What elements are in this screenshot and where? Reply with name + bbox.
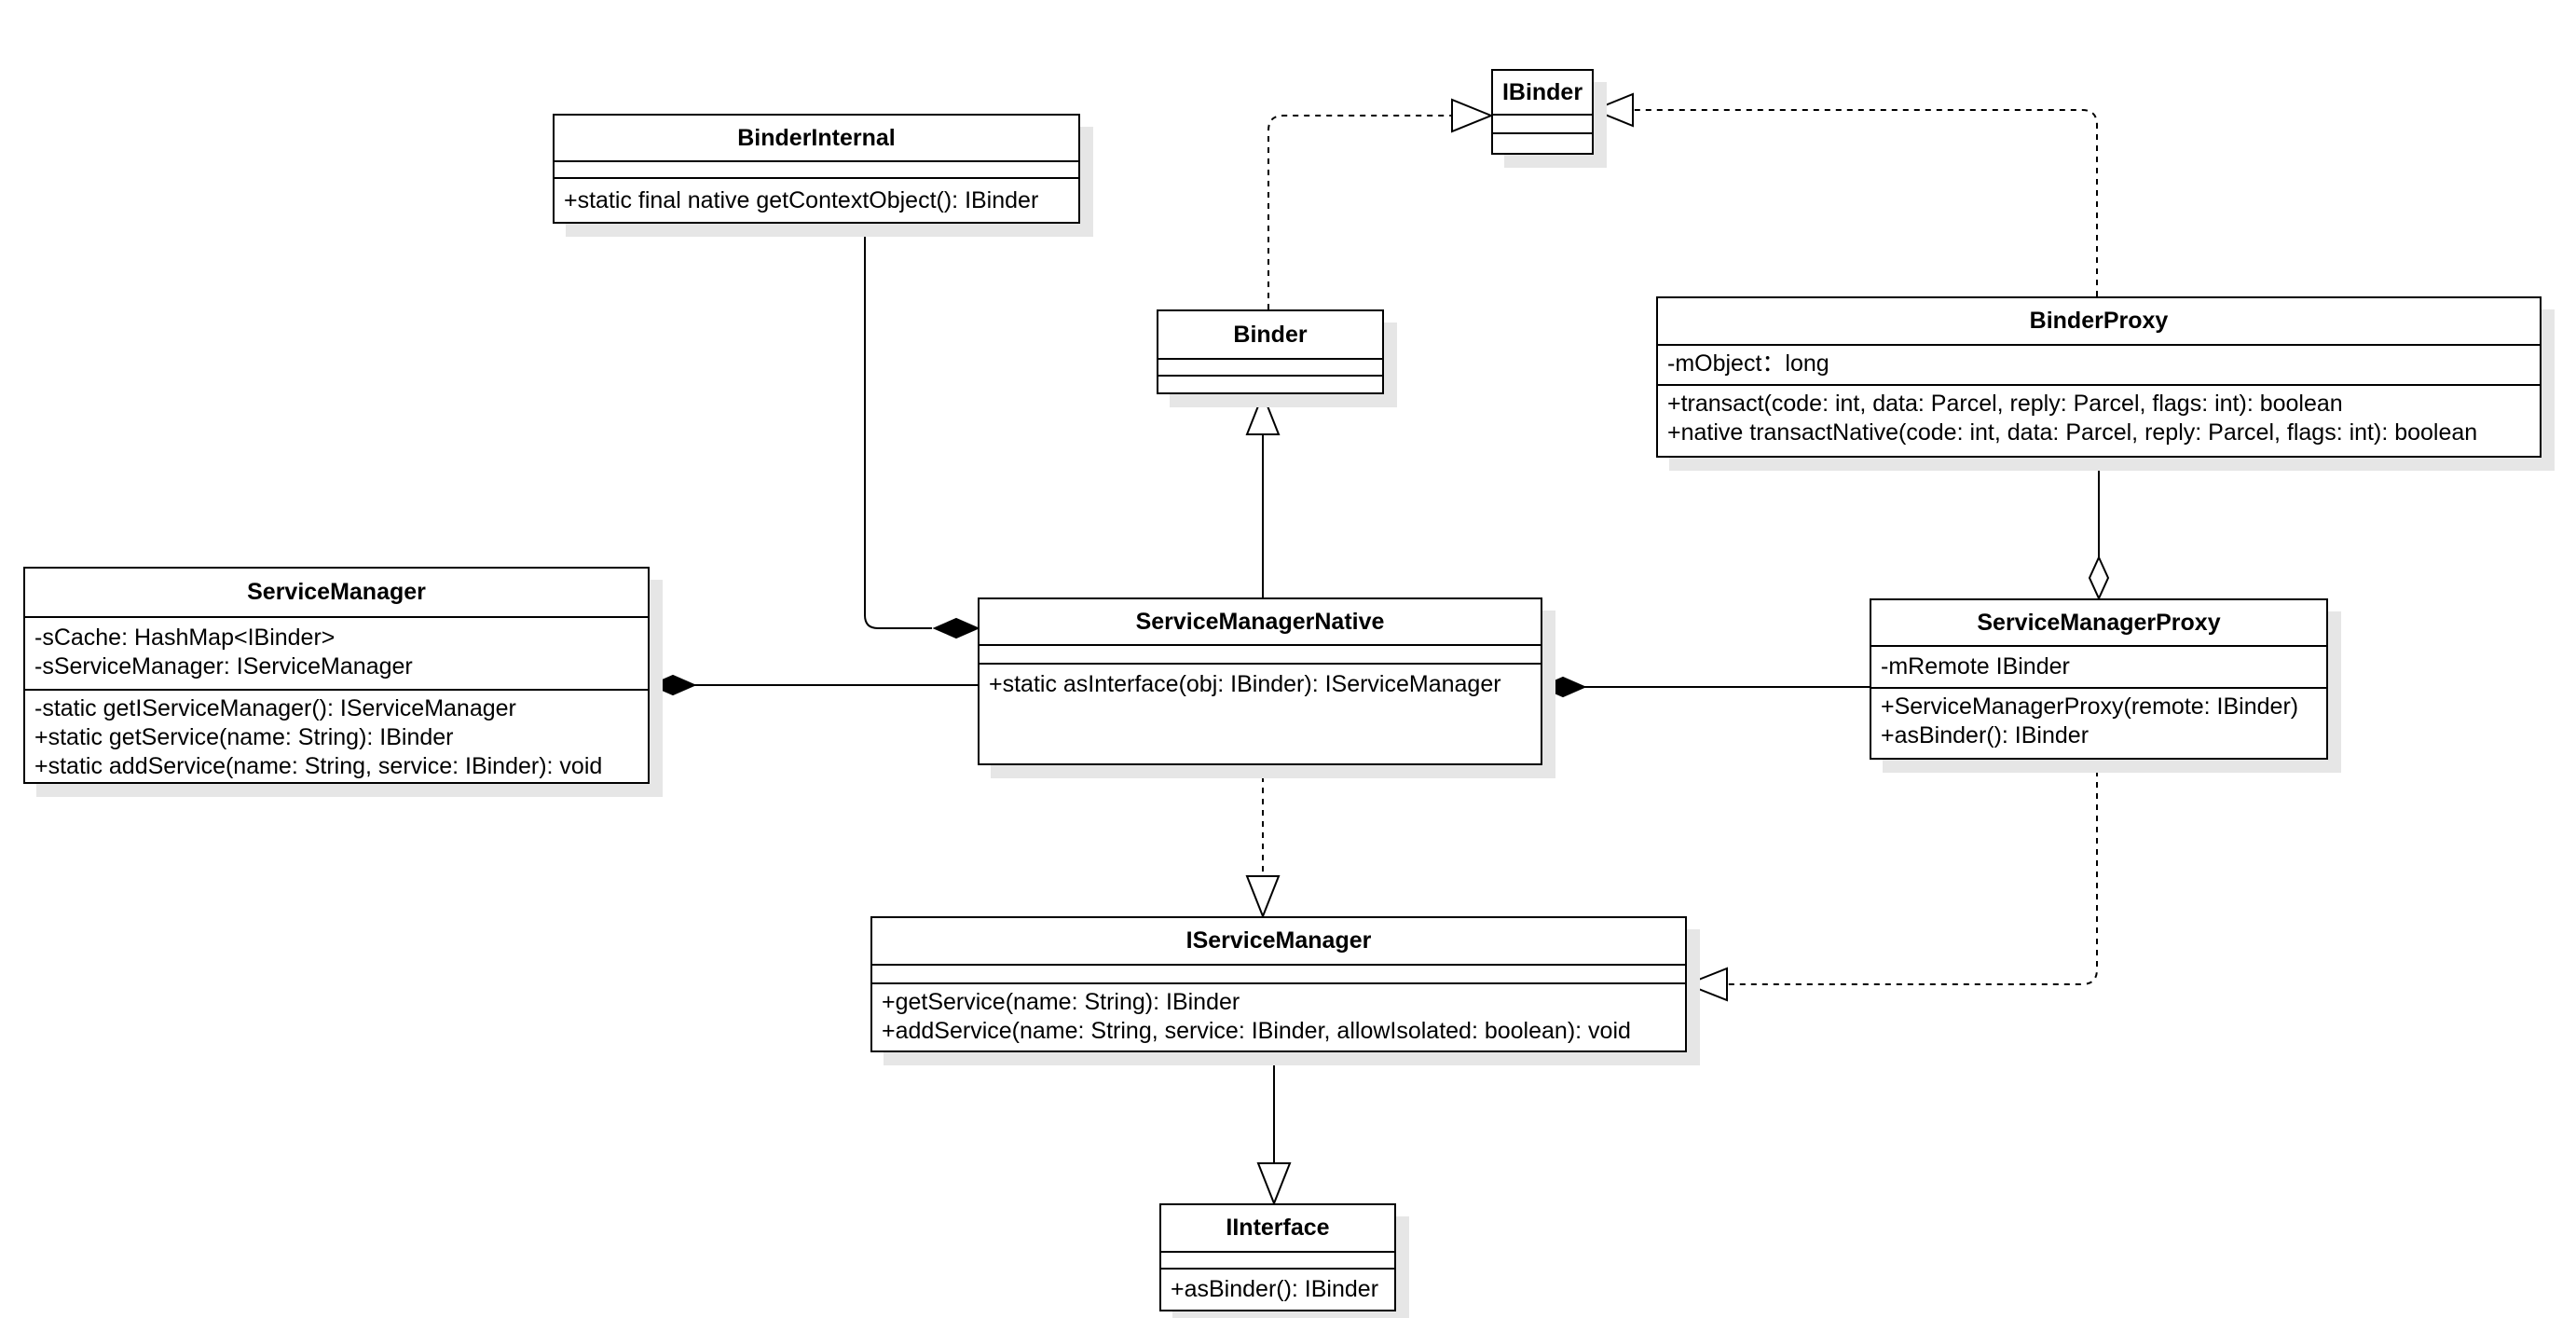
method: +transact(code: int, data: Parcel, reply…: [1667, 391, 2343, 417]
class-name: BinderInternal: [555, 116, 1078, 162]
attributes-section: [1493, 116, 1592, 134]
methods-section: +transact(code: int, data: Parcel, reply…: [1658, 386, 2540, 453]
method: +static final native getContextObject():…: [564, 187, 1039, 213]
methods-section: +static final native getContextObject():…: [555, 179, 1078, 221]
arrowhead-binder-ibinder: [1451, 98, 1494, 133]
class-binder-proxy[interactable]: BinderProxy -mObject：long +transact(code…: [1656, 296, 2542, 458]
attributes-section: -mObject：long: [1658, 346, 2540, 386]
arrowhead-binderproxy-ibinder: [1591, 92, 1634, 128]
class-iservice-manager[interactable]: IServiceManager +getService(name: String…: [870, 916, 1687, 1052]
methods-section: +ServiceManagerProxy(remote: IBinder) +a…: [1871, 689, 2326, 756]
method: +native transactNative(code: int, data: …: [1667, 419, 2478, 446]
attributes-section: [1158, 360, 1382, 377]
diamond-binderinternal-smnative: [932, 617, 980, 639]
attributes-section: [872, 966, 1685, 984]
class-name: IBinder: [1493, 71, 1592, 116]
method: +addService(name: String, service: IBind…: [882, 1018, 1631, 1044]
attribute: -sCache: HashMap<IBinder>: [34, 625, 336, 651]
edge-binderproxy-ibinder: [1596, 109, 2098, 296]
arrowhead-smnative-binder: [1245, 391, 1281, 435]
diamond-smnative-servicemanager: [649, 674, 697, 696]
attributes-section: [555, 162, 1078, 179]
method: +asBinder(): IBinder: [1881, 722, 2090, 748]
method: +getService(name: String): IBinder: [882, 989, 1240, 1015]
arrowhead-iservicemanager-iinterface: [1256, 1162, 1292, 1206]
methods-section: -static getIServiceManager(): IServiceMa…: [25, 691, 648, 787]
arrowhead-smproxy-iservicemanager: [1684, 967, 1728, 1002]
class-binder-internal[interactable]: BinderInternal +static final native getC…: [553, 114, 1080, 224]
methods-section: +static asInterface(obj: IBinder): IServ…: [980, 665, 1541, 705]
attributes-section: -mRemote IBinder: [1871, 647, 2326, 689]
edge-smproxy-iservicemanager: [1727, 760, 2098, 985]
diamond-binderproxy-smproxy: [2088, 555, 2110, 601]
edge-binder-ibinder: [1267, 115, 1487, 309]
methods-section: [1158, 377, 1382, 392]
class-binder[interactable]: Binder: [1157, 309, 1384, 394]
methods-section: +getService(name: String): IBinder +addS…: [872, 984, 1685, 1051]
class-name: IServiceManager: [872, 918, 1685, 966]
edge-binderinternal-smnative: [864, 224, 932, 629]
methods-section: [1493, 134, 1592, 153]
class-name: BinderProxy: [1658, 298, 2540, 346]
class-name: Binder: [1158, 311, 1382, 360]
class-ibinder[interactable]: IBinder: [1491, 69, 1594, 155]
method: +ServiceManagerProxy(remote: IBinder): [1881, 693, 2299, 720]
method: -static getIServiceManager(): IServiceMa…: [34, 695, 516, 721]
attribute: -mObject：long: [1667, 350, 1829, 377]
class-iinterface[interactable]: IInterface +asBinder(): IBinder: [1159, 1203, 1396, 1311]
method: +asBinder(): IBinder: [1171, 1276, 1379, 1302]
class-service-manager[interactable]: ServiceManager -sCache: HashMap<IBinder>…: [23, 567, 650, 784]
method: +static asInterface(obj: IBinder): IServ…: [989, 671, 1501, 697]
method: +static getService(name: String): IBinde…: [34, 724, 454, 750]
class-name: ServiceManager: [25, 569, 648, 618]
attributes-section: -sCache: HashMap<IBinder> -sServiceManag…: [25, 618, 648, 691]
arrowhead-smnative-iservicemanager: [1245, 875, 1281, 919]
class-name: ServiceManagerProxy: [1871, 600, 2326, 647]
methods-section: +asBinder(): IBinder: [1161, 1270, 1394, 1310]
attributes-section: [980, 646, 1541, 665]
attribute: -mRemote IBinder: [1881, 653, 2070, 680]
class-service-manager-native[interactable]: ServiceManagerNative +static asInterface…: [978, 597, 1542, 765]
attributes-section: [1161, 1253, 1394, 1270]
class-name: IInterface: [1161, 1205, 1394, 1253]
attribute: -sServiceManager: IServiceManager: [34, 653, 413, 680]
class-name: ServiceManagerNative: [980, 599, 1541, 646]
method: +static addService(name: String, service…: [34, 753, 603, 779]
diamond-smproxy-smnative: [1539, 676, 1587, 698]
class-service-manager-proxy[interactable]: ServiceManagerProxy -mRemote IBinder +Se…: [1870, 598, 2328, 760]
